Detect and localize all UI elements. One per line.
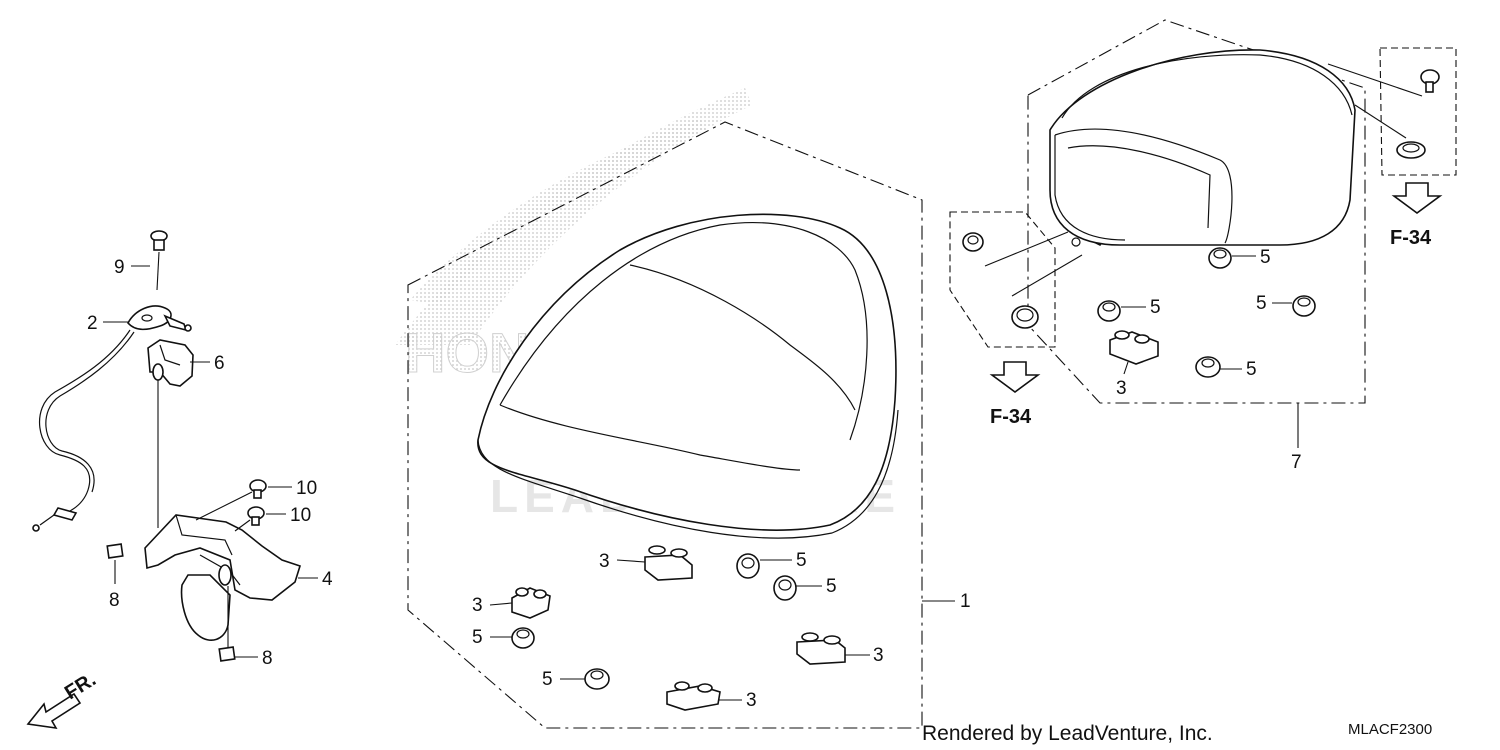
lock-cable-assembly [32, 230, 301, 662]
callout-7: 7 [1291, 452, 1302, 473]
lock-leaders [103, 265, 318, 658]
front-direction-arrow-icon: FR. [26, 669, 100, 730]
seat-cushion-3-d [666, 681, 721, 711]
callout-5: 5 [472, 627, 483, 648]
callout-3: 3 [1116, 378, 1127, 399]
callout-5: 5 [826, 576, 837, 597]
callout-3: 3 [873, 645, 884, 666]
callout-5: 5 [1150, 297, 1161, 318]
callout-5: 5 [796, 550, 807, 571]
arrow-down-icon [1391, 182, 1443, 214]
grommet-5-h [1195, 356, 1221, 378]
f34-right-box [1379, 47, 1457, 176]
callout-8: 8 [109, 590, 120, 611]
grommet-5-a [736, 553, 760, 579]
seat-cushion-3-a [644, 545, 693, 581]
nut-8-b [218, 646, 236, 662]
callout-8: 8 [262, 648, 273, 669]
passenger-seat [1049, 49, 1356, 247]
callout-2: 2 [87, 313, 98, 334]
rider-seat [477, 213, 899, 539]
callout-3: 3 [599, 551, 610, 572]
grommet-5-c [511, 627, 535, 649]
callout-5: 5 [542, 669, 553, 690]
callout-3: 3 [472, 595, 483, 616]
grommet-5-d [584, 668, 610, 690]
bolt-9 [150, 230, 168, 251]
leader-f34-right-b [1354, 104, 1407, 139]
callout-9: 9 [114, 257, 125, 278]
callout-5: 5 [1260, 247, 1271, 268]
grommet-5-g [1292, 295, 1316, 317]
grommet-5-f [1097, 300, 1121, 322]
main-leaders [489, 559, 955, 701]
callout-3: 3 [746, 690, 757, 711]
seat-cushion-3-c [796, 632, 846, 665]
grommet-f34-left-a [962, 232, 984, 252]
seat-cushion-3-e [1109, 330, 1159, 365]
leader-f34-right-a [1327, 63, 1423, 97]
callout-5: 5 [1246, 359, 1257, 380]
leader-f34-left-a [984, 231, 1069, 267]
seat-cushion-3-b [511, 587, 551, 619]
figure-ref-right: F-34 [1390, 227, 1432, 249]
f34-left-box [949, 211, 1056, 348]
passenger-leaders [1121, 255, 1299, 448]
callout-4: 4 [322, 569, 333, 590]
figure-ref-left: F-34 [990, 406, 1032, 428]
diagram-code: MLACF2300 [1348, 721, 1432, 738]
screw-10-b [247, 506, 265, 526]
grommet-5-b [773, 575, 797, 601]
callout-10: 10 [290, 505, 311, 526]
grommet-f34-left-b [1011, 305, 1039, 329]
screw-f34-right [1420, 69, 1440, 93]
leader-f34-left-b [1011, 254, 1083, 297]
screw-10-a [249, 479, 267, 499]
footer-credit: Rendered by LeadVenture, Inc. [922, 722, 1213, 745]
callout-5: 5 [1256, 293, 1267, 314]
callout-1: 1 [960, 591, 971, 612]
nut-8-a [106, 543, 124, 559]
grommet-5-e [1208, 247, 1232, 269]
callout-6: 6 [214, 353, 225, 374]
honda-wing-watermark [395, 88, 752, 345]
arrow-down-icon [989, 361, 1041, 393]
callout-10: 10 [296, 478, 317, 499]
seat-group-outline [407, 121, 923, 729]
grommet-f34-right [1396, 141, 1426, 159]
